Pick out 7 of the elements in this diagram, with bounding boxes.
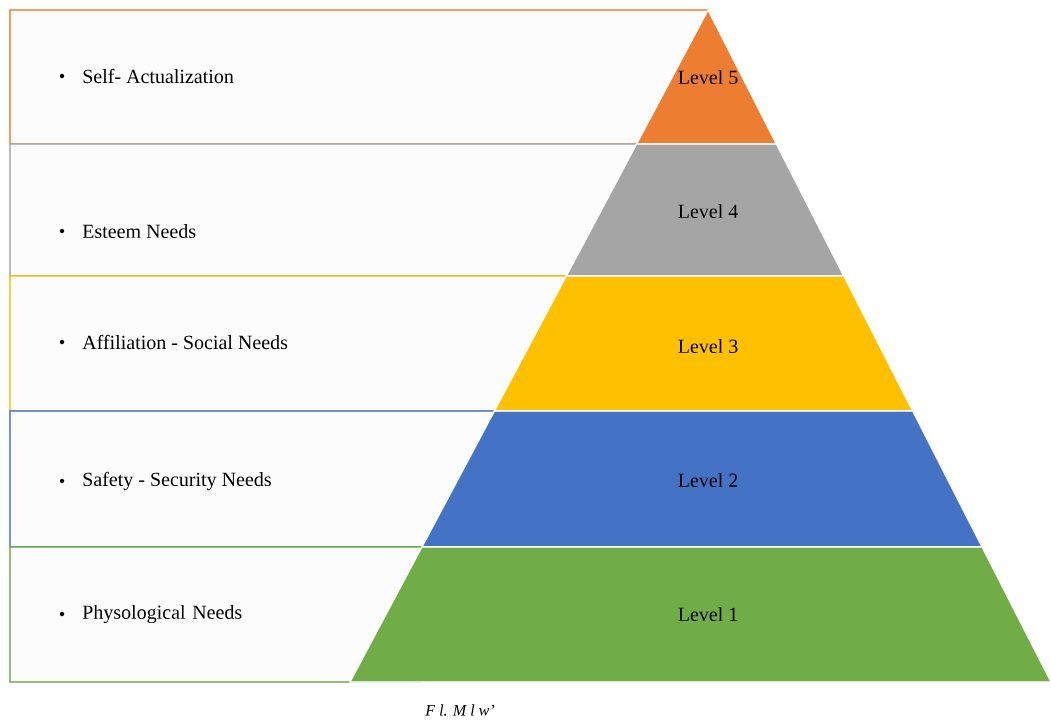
text-box: Affiliation - Social Needs xyxy=(9,275,568,412)
pyramid-layer: Level 3 xyxy=(493,275,914,412)
pyramid-layer: Level 4 xyxy=(565,143,846,277)
text-box: Esteem Needs xyxy=(9,143,638,277)
text-box: Physological Needs xyxy=(9,546,423,683)
text-box: Safety - Security Needs xyxy=(9,410,496,548)
caption: F l. M l w’ xyxy=(425,704,495,716)
